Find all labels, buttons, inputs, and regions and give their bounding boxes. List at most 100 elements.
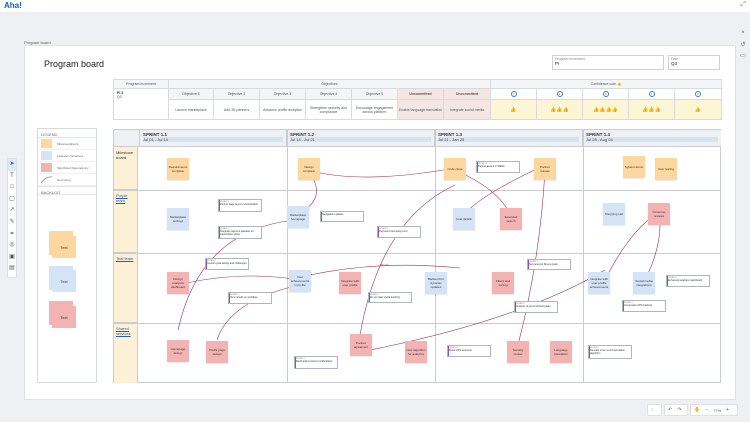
text-tool-icon[interactable]: T [10,172,14,179]
confidence-header: Confidence vote 👍 [490,79,722,89]
sticky-user-testing[interactable]: User testing [655,158,677,180]
redo-icon[interactable]: ↷ [677,407,682,413]
confidence-dot-2[interactable]: 2 [556,91,563,97]
row-purple-team[interactable]: Purple team [114,190,138,253]
sticky-marketplace-homepage[interactable]: Marketplace homepage [287,206,309,228]
card-status-bar [448,346,449,356]
legend-item-milestone: Milestone/Event [38,138,96,150]
row-milestone: Milestone board [114,147,138,190]
confidence-dot-4[interactable]: 4 [648,91,655,97]
uncommitted-2[interactable]: Uncommitted [443,88,491,100]
program-increment-field[interactable]: Program increment PI [552,55,664,70]
card-status-bar [623,301,624,311]
backlog-sticky-red-front[interactable]: Text [52,306,76,328]
sticky-integrate-achievements[interactable]: Integrate with user profile achievements [588,272,610,294]
history-icon[interactable]: ↺ [740,42,746,48]
comment-button[interactable]: ◌ [647,404,662,416]
sticky-language-translation[interactable]: Language translation [550,341,572,363]
date-field[interactable]: Date Q3 [668,55,720,70]
sticky-user-achievements[interactable]: User achievements in profile [289,270,311,292]
sticky-design-analytics-dashboard[interactable]: Design analytics dashboard [167,272,189,294]
image-tool-icon[interactable]: ▣ [9,253,15,260]
objective-5[interactable]: Objective 5 [351,88,398,100]
backlog-sticky-yellow-front[interactable]: Text [52,236,76,258]
template-tool-icon[interactable]: ▤ [9,265,15,272]
sticky-shopping-cart[interactable]: Shopping cart [603,203,625,225]
zoom-in-button[interactable]: + [726,407,730,413]
sticky-integrate-user-profile[interactable]: Integrate with user profile [339,272,361,294]
breadcrumb[interactable]: Program board [24,40,51,45]
votes-1: 👍 [490,99,537,120]
card-status-bar [589,346,590,358]
row-shared-services[interactable]: Shared services [114,323,138,383]
backlog-sticky-blue-front[interactable]: Text [52,270,76,292]
sticky-code-close[interactable]: Code close [444,158,466,180]
sticky-design-complete[interactable]: Design complete [298,158,320,180]
objective-4[interactable]: Objective 4 [305,88,352,100]
objective-2[interactable]: Objective 2 [213,88,260,100]
sticky-backend-dynamic-updates[interactable]: Backend for dynamic updates [425,272,447,294]
app-logo[interactable]: Aha! [4,1,22,10]
sticky-extended-search[interactable]: Extended search [500,208,522,230]
confidence-dot-5[interactable]: 5 [695,91,701,97]
row-divider [114,253,720,254]
sticky-partner-release[interactable]: Partner release [534,158,556,180]
close-icon[interactable]: × [741,30,745,36]
sticky-profile-page-design[interactable]: Profile page design [206,341,228,363]
right-toolbar: × ↺ ▭ [738,30,748,63]
sticky-partner-agreement[interactable]: Partner agreement [350,334,372,356]
pen-tool-icon[interactable]: ✎ [9,218,15,225]
uncommitted-1[interactable]: Uncommitted [397,88,444,100]
stamp-tool-icon[interactable]: ◎ [9,242,15,249]
confidence-dot-1[interactable]: 1 [510,91,517,97]
sticky-tool-icon[interactable]: ▢ [9,195,15,202]
sticky-social-media[interactable]: Social media integrations [633,272,655,294]
dependency-swatch [41,163,52,172]
frame-tool-icon[interactable]: ⌗ [10,230,14,237]
votes-5: 👍 [674,99,722,120]
sticky-user-details[interactable]: User details [453,208,475,230]
connector-tool-icon[interactable]: ↗ [9,207,15,214]
card-status-bar [667,276,668,286]
sticky-system-demo[interactable]: System demo [623,156,645,178]
hand-icon[interactable]: ✋ [694,407,701,413]
undo-icon[interactable]: ↶ [668,407,673,413]
votes-3: 👍👍👍👍 [582,99,629,120]
objective-1[interactable]: Objective 1 [168,88,214,100]
row-teal-team[interactable]: Teal team [114,253,138,323]
shape-tool-icon[interactable]: □ [10,184,14,191]
sticky-security-review[interactable]: Security review [507,341,529,363]
sticky-marketplace-settings[interactable]: Marketplace settings [167,208,189,230]
sticky-new-algorithm[interactable]: New algorithm for analytics [405,341,427,363]
legend-item-dependency: Significant Dependency [38,162,96,174]
comment-icon[interactable]: ▭ [740,53,746,59]
record-card[interactable]: Navigation updates [320,211,364,222]
sticky-homepage-design[interactable]: Homepage design [167,340,189,362]
confidence-dot-3[interactable]: 3 [602,91,609,97]
objective-3[interactable]: Objective 3 [259,88,306,100]
zoom-out-button[interactable]: − [705,407,709,413]
zoom-level[interactable]: 77% [713,407,722,413]
sticky-requirements-complete[interactable]: Requirements complete [167,158,189,180]
sticky-filters-sorting[interactable]: Filters and sorting [492,272,514,294]
expand-icon[interactable]: ⤢ [740,1,746,8]
select-tool-icon[interactable]: ➤ [8,159,16,171]
legend-header: LEGEND [38,129,96,138]
sticky-customer-reviews[interactable]: Customer reviews [648,203,670,225]
objective-value-3: Advance profile analytics [259,99,306,120]
